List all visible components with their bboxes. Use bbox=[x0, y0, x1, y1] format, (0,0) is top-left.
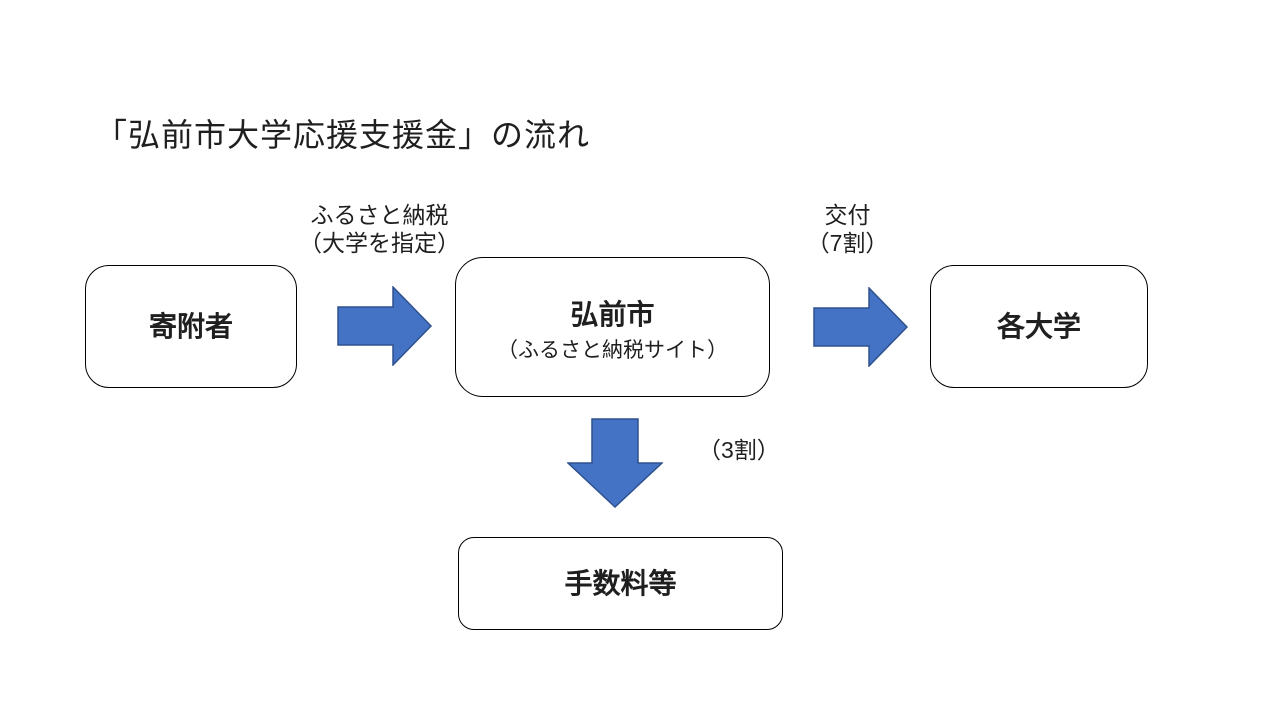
edge-label-line2: （7割） bbox=[806, 230, 889, 256]
edge-label-line1: ふるさと納税 bbox=[310, 202, 449, 228]
edge-label-city-to-fees: （3割） bbox=[698, 437, 780, 463]
node-universities-label: 各大学 bbox=[996, 310, 1081, 342]
arrow-city-to-fees bbox=[566, 418, 664, 509]
node-donor: 寄附者 bbox=[85, 265, 297, 388]
node-universities: 各大学 bbox=[930, 265, 1148, 388]
node-city-label: 弘前市 bbox=[570, 299, 655, 331]
node-fees-label: 手数料等 bbox=[564, 567, 677, 599]
edge-label-city-to-universities: 交付 （7割） bbox=[795, 201, 900, 257]
edge-label-donor-to-city: ふるさと納税 （大学を指定） bbox=[272, 201, 487, 257]
node-donor-label: 寄附者 bbox=[148, 310, 233, 342]
edge-label-line1: 交付 bbox=[824, 202, 871, 228]
page-title: 「弘前市大学応援支援金」の流れ bbox=[95, 117, 591, 153]
node-city: 弘前市 （ふるさと納税サイト） bbox=[455, 257, 770, 397]
arrow-city-to-universities bbox=[813, 286, 909, 368]
node-city-sublabel: （ふるさと納税サイト） bbox=[497, 338, 728, 362]
edge-label-line2: （大学を指定） bbox=[299, 230, 460, 256]
node-fees: 手数料等 bbox=[458, 537, 783, 630]
arrow-donor-to-city bbox=[337, 285, 433, 367]
